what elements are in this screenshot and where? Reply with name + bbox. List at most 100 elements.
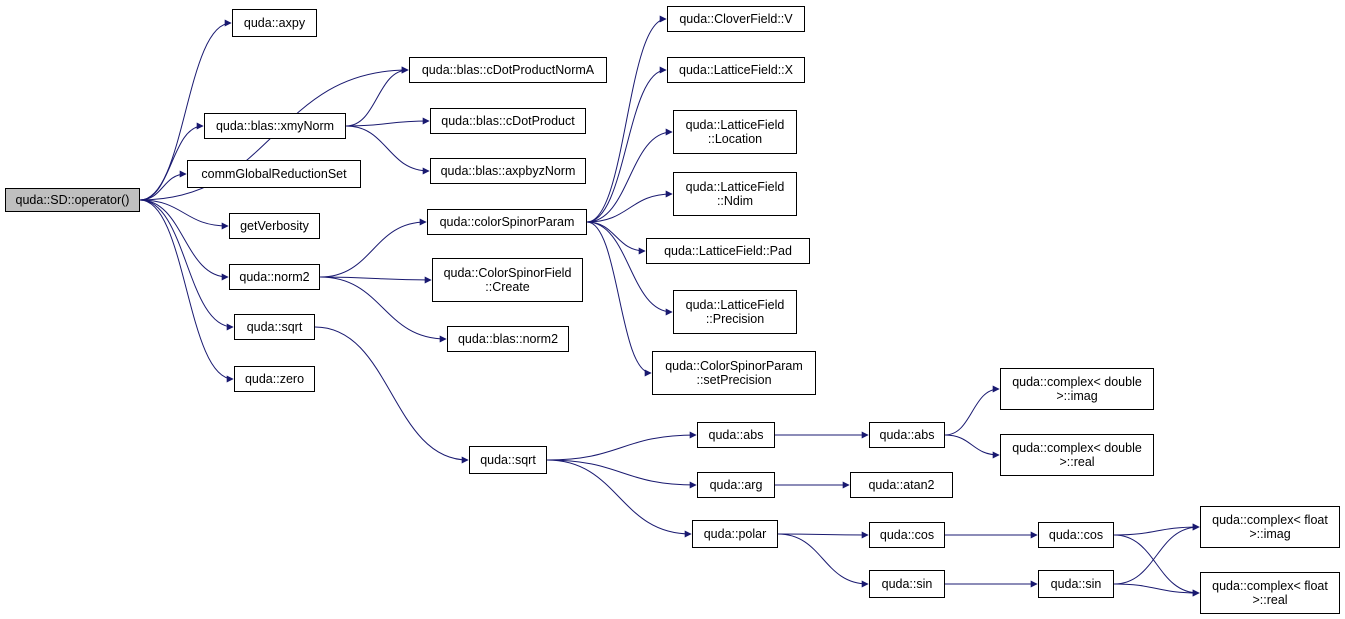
node-latticefield-x[interactable]: quda::LatticeField::X	[667, 57, 805, 83]
node-label-line: quda::sqrt	[480, 453, 536, 467]
node-label-line: quda::blas::axpbyzNorm	[440, 164, 576, 178]
node-xmynorm[interactable]: quda::blas::xmyNorm	[204, 113, 346, 139]
node-colorspinorparam[interactable]: quda::colorSpinorParam	[427, 209, 587, 235]
edge-csparam-to-latprec	[586, 221, 673, 316]
edge-csparam-to-latloc	[586, 128, 673, 223]
edge-norm2-to-csparam	[319, 218, 427, 278]
edge-sin2-to-cfimag	[1113, 523, 1200, 585]
node-complex-double-real[interactable]: quda::complex< double>::real	[1000, 434, 1154, 476]
node-cdotproduct[interactable]: quda::blas::cDotProduct	[430, 108, 586, 134]
node-colorspinorparam-setprecision[interactable]: quda::ColorSpinorParam::setPrecision	[652, 351, 816, 395]
node-label-line: getVerbosity	[240, 219, 309, 233]
node-label-line: quda::LatticeField::X	[679, 63, 793, 77]
node-root: quda::SD::operator()	[5, 188, 140, 212]
node-sqrt-complex[interactable]: quda::sqrt	[469, 446, 547, 474]
node-label-line: ::Ndim	[716, 194, 754, 208]
node-label-line: quda::sqrt	[246, 320, 303, 334]
edge-abs2-to-cdimag	[944, 385, 1000, 436]
node-label-line: quda::LatticeField	[685, 298, 785, 312]
node-label-line: commGlobalReductionSet	[201, 167, 347, 181]
node-label-line: quda::abs	[708, 428, 764, 442]
node-label-line: quda::cos	[1048, 528, 1104, 542]
node-sqrt[interactable]: quda::sqrt	[234, 314, 315, 340]
node-cdotproductnorma[interactable]: quda::blas::cDotProductNormA	[409, 57, 607, 83]
edge-csparam-to-cloverv	[586, 15, 667, 223]
edge-csparam-to-latndim	[586, 190, 673, 223]
node-atan2[interactable]: quda::atan2	[850, 472, 953, 498]
node-commglobalreductionset[interactable]: commGlobalReductionSet	[187, 160, 361, 188]
node-label-line: quda::LatticeField	[685, 180, 785, 194]
node-label-line: quda::blas::cDotProduct	[441, 114, 575, 128]
node-colorspinorfield-create[interactable]: quda::ColorSpinorField::Create	[432, 258, 583, 302]
node-label-line: quda::blas::cDotProductNormA	[421, 63, 595, 77]
node-label-line: quda::complex< float	[1212, 579, 1328, 593]
node-label-line: quda::ColorSpinorField	[443, 266, 572, 280]
edge-sqrt1-to-sqrt2	[314, 326, 469, 464]
node-label-line: quda::blas::norm2	[457, 332, 559, 346]
node-complex-float-real[interactable]: quda::complex< float>::real	[1200, 572, 1340, 614]
node-sin-inner[interactable]: quda::sin	[1038, 570, 1114, 598]
node-label-line: >::imag	[1249, 527, 1291, 541]
node-label-line: quda::zero	[244, 372, 305, 386]
edge-csparam-to-setprec	[586, 221, 652, 377]
node-zero[interactable]: quda::zero	[234, 366, 315, 392]
node-label-line: quda::blas::xmyNorm	[215, 119, 335, 133]
node-label-line: quda::sin	[1050, 577, 1102, 591]
node-label-line: quda::cos	[879, 528, 935, 542]
node-latticefield-ndim[interactable]: quda::LatticeField::Ndim	[673, 172, 797, 216]
node-abs[interactable]: quda::abs	[697, 422, 775, 448]
edge-csparam-to-latx	[586, 66, 667, 223]
edge-root-to-zero	[139, 199, 234, 383]
edge-sqrt2-to-abs1	[546, 431, 697, 461]
node-axpy[interactable]: quda::axpy	[232, 9, 317, 37]
node-label-line: >::real	[1059, 455, 1095, 469]
node-complex-float-imag[interactable]: quda::complex< float>::imag	[1200, 506, 1340, 548]
node-arg[interactable]: quda::arg	[697, 472, 775, 498]
edge-polar-to-sin1	[777, 533, 869, 588]
node-norm2[interactable]: quda::norm2	[229, 264, 320, 290]
edge-norm2-to-csfcreate	[319, 276, 432, 284]
edge-root-to-sqrt1	[139, 199, 234, 331]
edge-xmynorm-to-axpbyz	[345, 125, 430, 175]
node-label-line: quda::SD::operator()	[15, 193, 130, 207]
node-abs-inner[interactable]: quda::abs	[869, 422, 945, 448]
edge-xmynorm-to-cdotnorm	[345, 66, 409, 127]
node-label-line: quda::LatticeField	[685, 118, 785, 132]
node-latticefield-pad[interactable]: quda::LatticeField::Pad	[646, 238, 810, 264]
node-latticefield-location[interactable]: quda::LatticeField::Location	[673, 110, 797, 154]
node-label-line: quda::LatticeField::Pad	[664, 244, 792, 258]
node-label-line: ::Location	[707, 132, 763, 146]
node-complex-double-imag[interactable]: quda::complex< double>::imag	[1000, 368, 1154, 410]
node-label-line: >::real	[1252, 593, 1288, 607]
node-label-line: quda::arg	[709, 478, 763, 492]
node-label-line: ::Precision	[705, 312, 765, 326]
node-label-line: ::setPrecision	[696, 373, 772, 387]
node-polar[interactable]: quda::polar	[692, 520, 778, 548]
node-label-line: ::Create	[485, 280, 530, 294]
node-label-line: >::imag	[1056, 389, 1098, 403]
node-blas-norm2[interactable]: quda::blas::norm2	[447, 326, 569, 352]
edge-root-to-norm2	[139, 199, 229, 281]
node-cloverfield-v[interactable]: quda::CloverField::V	[667, 6, 805, 32]
edge-sqrt2-to-arg	[546, 459, 697, 489]
node-cos[interactable]: quda::cos	[869, 522, 945, 548]
node-label-line: quda::norm2	[239, 270, 310, 284]
node-latticefield-precision[interactable]: quda::LatticeField::Precision	[673, 290, 797, 334]
node-axpbyznorm[interactable]: quda::blas::axpbyzNorm	[430, 158, 586, 184]
node-label-line: quda::complex< double	[1012, 441, 1142, 455]
node-label-line: quda::ColorSpinorParam	[665, 359, 803, 373]
node-cos-inner[interactable]: quda::cos	[1038, 522, 1114, 548]
node-label-line: quda::axpy	[243, 16, 306, 30]
node-label-line: quda::abs	[879, 428, 935, 442]
node-getverbosity[interactable]: getVerbosity	[229, 213, 320, 239]
node-label-line: quda::polar	[703, 527, 767, 541]
edge-root-to-xmynorm	[139, 122, 204, 201]
node-label-line: quda::complex< float	[1212, 513, 1328, 527]
node-sin[interactable]: quda::sin	[869, 570, 945, 598]
edge-sqrt2-to-polar	[546, 459, 692, 538]
edge-xmynorm-to-cdot	[345, 117, 430, 127]
node-label-line: quda::sin	[881, 577, 933, 591]
edge-abs2-to-cdreal	[944, 434, 1000, 459]
edge-cos2-to-cfreal	[1113, 534, 1200, 597]
